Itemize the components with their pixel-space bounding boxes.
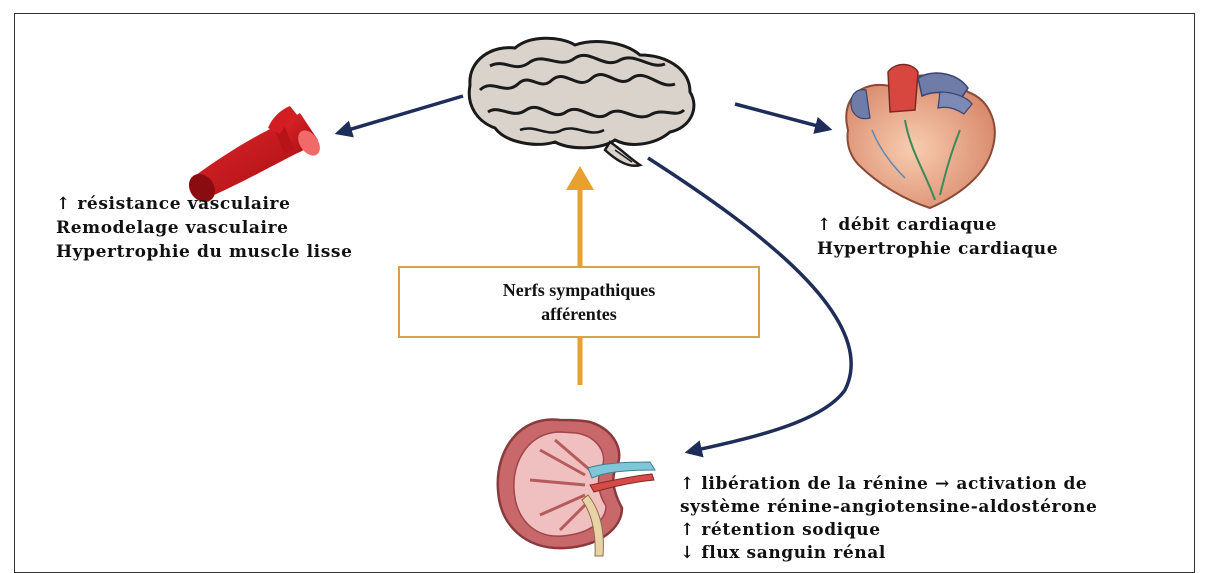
nerve-box-line1: Nerfs sympathiques <box>503 278 656 302</box>
kidney-effect-2: système rénine-angiotensine-aldostérone <box>680 496 1097 519</box>
kidney-icon <box>498 420 655 556</box>
arrow-brain-to-vessel <box>338 96 463 133</box>
heart-effects-text: ↑ débit cardiaque Hypertrophie cardiaque <box>817 213 1058 261</box>
vessel-effect-1: ↑ résistance vasculaire <box>56 192 353 216</box>
vessel-effect-2: Remodelage vasculaire <box>56 216 353 240</box>
kidney-effect-4: ↓ flux sanguin rénal <box>680 542 1097 565</box>
vessel-effect-3: Hypertrophie du muscle lisse <box>56 240 353 264</box>
kidney-effect-1: ↑ libération de la rénine → activation d… <box>680 473 1097 496</box>
heart-icon <box>846 65 995 209</box>
vessel-effects-text: ↑ résistance vasculaire Remodelage vascu… <box>56 192 353 264</box>
nerve-box-line2: afférentes <box>541 302 617 326</box>
kidney-effect-3: ↑ rétention sodique <box>680 519 1097 542</box>
heart-effect-1: ↑ débit cardiaque <box>817 213 1058 237</box>
kidney-effects-text: ↑ libération de la rénine → activation d… <box>680 473 1097 565</box>
brain-icon <box>469 38 694 166</box>
heart-effect-2: Hypertrophie cardiaque <box>817 237 1058 261</box>
arrow-brain-to-heart <box>735 104 829 129</box>
afferent-nerve-box: Nerfs sympathiques afférentes <box>398 266 760 338</box>
